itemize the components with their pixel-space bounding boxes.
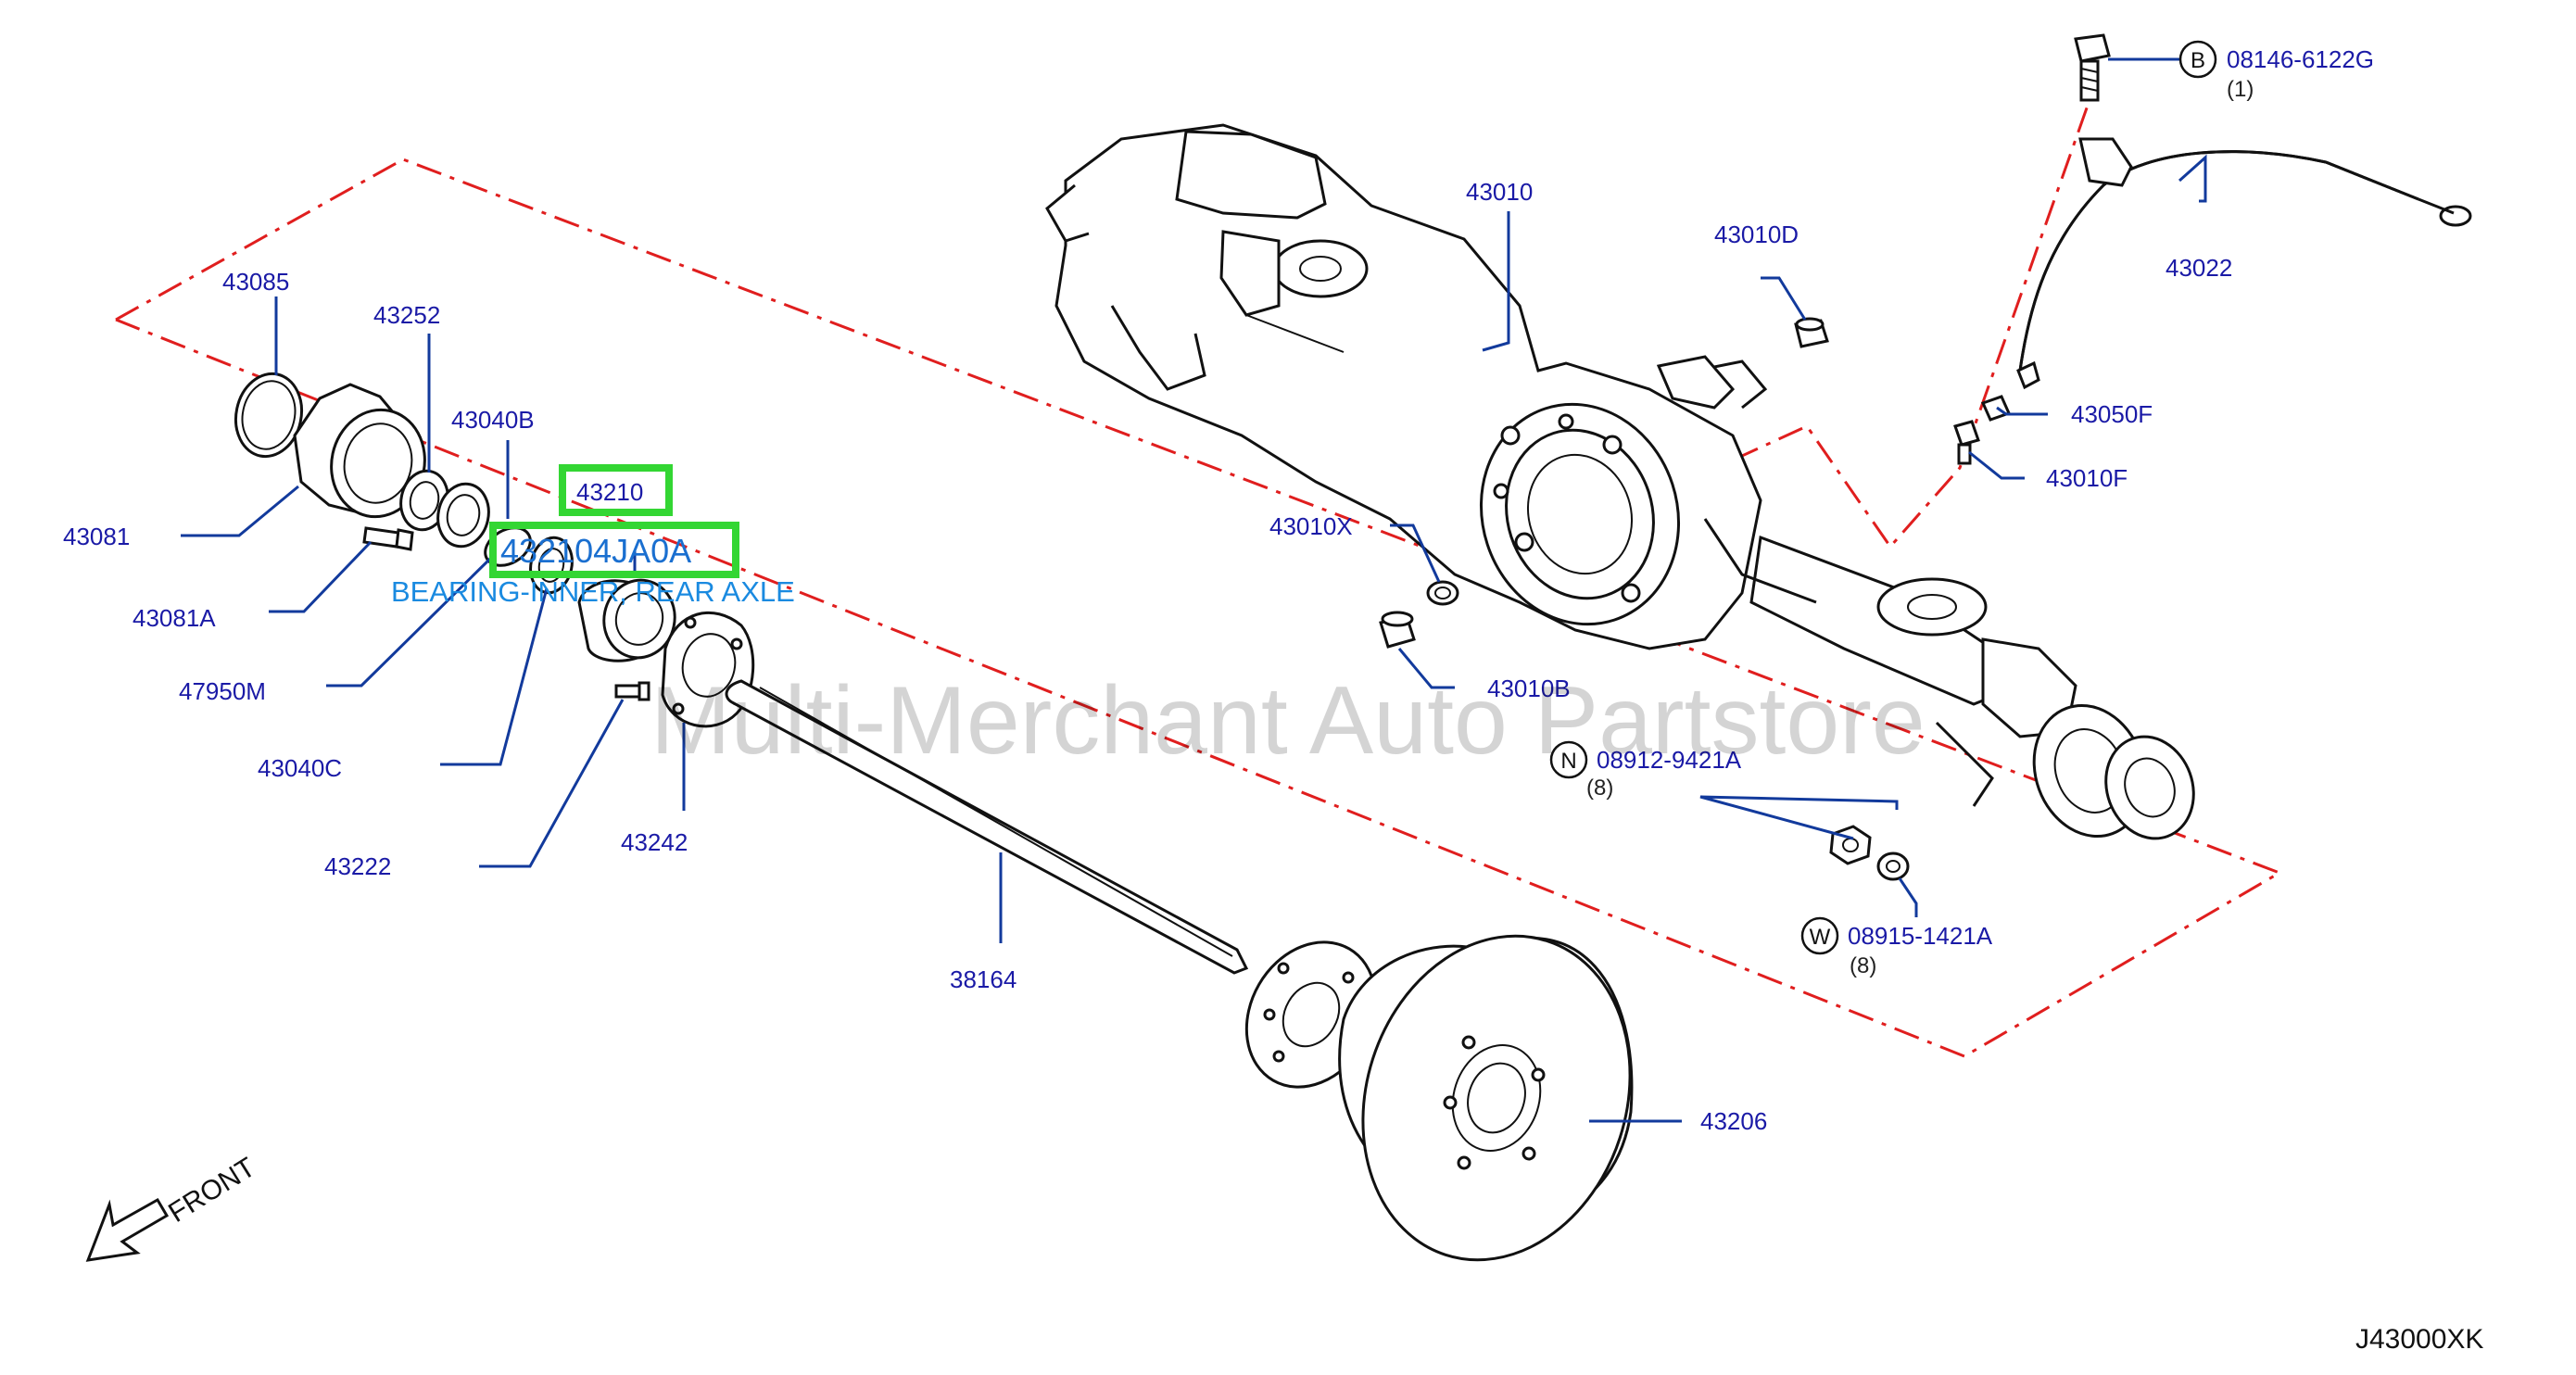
nut-08912[interactable]	[1829, 825, 1872, 865]
gasket-43010x[interactable]	[1426, 580, 1459, 606]
callout-nut-n[interactable]: N 08912-9421A (8)	[1549, 740, 1742, 801]
lock-washer-43040c[interactable]	[525, 534, 577, 597]
label-47950m[interactable]: 47950M	[179, 677, 266, 705]
brake-drum-43206[interactable]	[1322, 901, 1671, 1294]
bearing-cage-43081[interactable]	[293, 383, 435, 525]
marker-n-letter: N	[1560, 749, 1576, 774]
qty-bolt-b: (1)	[2227, 77, 2254, 102]
qty-washer-w: (8)	[1850, 953, 1876, 978]
label-08915-1421a: 08915-1421A	[1848, 922, 1993, 950]
front-label: FRONT	[163, 1152, 260, 1229]
label-43222[interactable]: 43222	[324, 852, 391, 880]
marker-b-letter: B	[2191, 48, 2205, 73]
label-43010f[interactable]: 43010F	[2046, 464, 2128, 492]
label-43081a[interactable]: 43081A	[133, 604, 216, 632]
axle-housing[interactable]	[1045, 123, 2207, 851]
phantom-boundary	[115, 158, 2283, 1058]
part-description: BEARING-INNER, REAR AXLE	[391, 575, 795, 608]
label-43050f[interactable]: 43050F	[2071, 400, 2153, 428]
qty-nut-n: (8)	[1586, 776, 1613, 801]
front-indicator: FRONT	[85, 1152, 260, 1262]
bolt-43081a[interactable]	[362, 526, 414, 551]
callout-washer-w[interactable]: W 08915-1421A (8)	[1800, 916, 1993, 978]
label-43081[interactable]: 43081	[63, 523, 130, 550]
label-43210: 43210	[576, 478, 643, 506]
drain-plug-43010b[interactable]	[1379, 611, 1416, 649]
label-43242[interactable]: 43242	[621, 828, 688, 856]
breather-connector-43050f[interactable]	[1980, 395, 2012, 422]
diagram-code: J43000XK	[2355, 1324, 2483, 1355]
highlight-43210[interactable]: 43210 432104JA0A BEARING-INNER, REAR AXL…	[391, 464, 795, 608]
label-43252[interactable]: 43252	[373, 301, 440, 329]
callout-bolt-b[interactable]: B 08146-6122G (1)	[2178, 40, 2374, 102]
label-43010d[interactable]: 43010D	[1714, 221, 1799, 248]
label-43040c[interactable]: 43040C	[258, 754, 342, 782]
label-43022[interactable]: 43022	[2166, 254, 2232, 282]
marker-n-icon	[1549, 740, 1588, 779]
phantom-breather-line	[1644, 99, 2091, 549]
label-08146-6122g: 08146-6122G	[2227, 45, 2374, 73]
marker-b-icon	[2178, 40, 2217, 79]
breather-fitting-43010f[interactable]	[1953, 420, 1980, 465]
watermark: Multi-Merchant Auto Partstore	[650, 667, 1926, 775]
label-43206[interactable]: 43206	[1700, 1107, 1767, 1135]
marker-w-letter: W	[1810, 925, 1831, 950]
bearing-43040b[interactable]	[433, 479, 495, 551]
replacement-part-number: 432104JA0A	[500, 532, 691, 570]
front-arrow-icon	[85, 1197, 170, 1262]
highlight-box-replacement	[489, 522, 739, 578]
bolt-08146[interactable]	[2074, 33, 2111, 102]
breather-hose[interactable]	[2016, 137, 2472, 390]
label-43085[interactable]: 43085	[222, 268, 289, 296]
marker-w-icon	[1800, 916, 1839, 955]
label-43040b[interactable]: 43040B	[451, 406, 535, 434]
washer-08915[interactable]	[1876, 851, 1910, 881]
stud-43222[interactable]	[614, 681, 650, 701]
label-43010b[interactable]: 43010B	[1487, 675, 1571, 702]
highlight-box-part	[559, 464, 673, 516]
label-43010[interactable]: 43010	[1466, 178, 1533, 206]
label-08912-9421a: 08912-9421A	[1597, 746, 1742, 774]
axle-shaft-38164[interactable]	[725, 679, 1401, 1111]
inner-bearing-43210[interactable]	[577, 574, 682, 664]
label-43010x[interactable]: 43010X	[1269, 512, 1353, 540]
label-38164[interactable]: 38164	[950, 965, 1017, 993]
plug-43010d[interactable]	[1794, 317, 1829, 348]
